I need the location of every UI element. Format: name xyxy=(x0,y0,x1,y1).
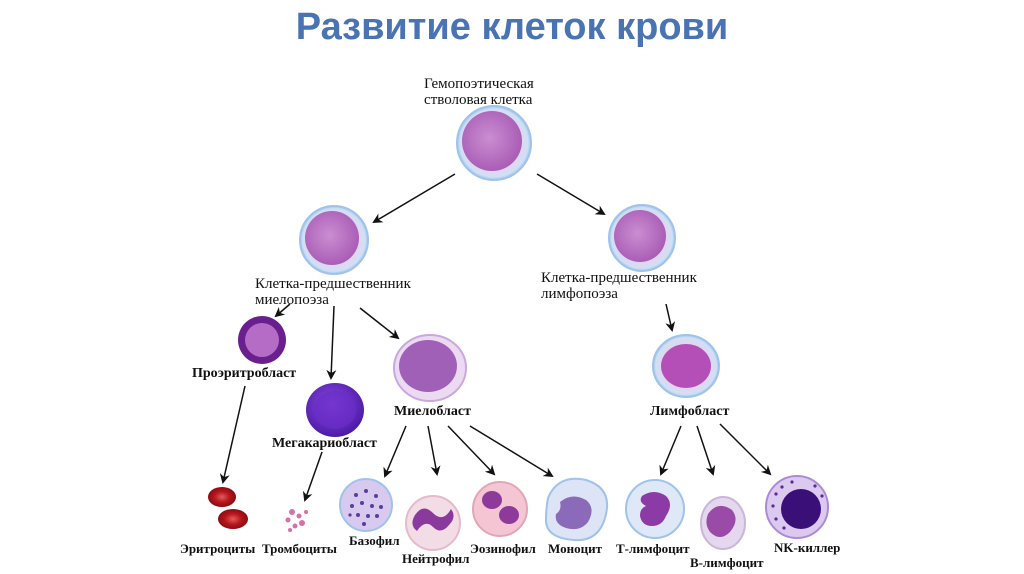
thrombocytes-cells xyxy=(285,509,308,532)
megakaryoblast-label: Мегакариобласт xyxy=(272,436,377,451)
erythrocytes-cells xyxy=(208,487,248,529)
lymphoid-progenitor-label-line1: Клетка-предшественник xyxy=(541,270,697,286)
eosinophil-cell xyxy=(472,481,528,537)
page-title: Развитие клеток крови xyxy=(295,6,729,48)
arrow-megakaryoblast-thrombocytes xyxy=(302,451,323,502)
arrows xyxy=(219,173,772,502)
nk-killer-cell xyxy=(765,475,829,539)
arrow-myeloblast-basophil xyxy=(383,425,407,478)
megakaryoblast-cell xyxy=(306,383,364,437)
arrow-lymphoblast-t-lymphocyte xyxy=(659,425,682,476)
hsc-label-line2: стволовая клетка xyxy=(424,92,533,108)
arrow-myeloid-megakaryoblast xyxy=(326,305,337,380)
hsc-cell xyxy=(456,105,532,181)
monocyte-label: Моноцит xyxy=(548,541,602,556)
eosinophil-label: Эозинофил xyxy=(470,541,536,556)
nk-killer-label: NK-киллер xyxy=(774,540,841,555)
arrow-myeloid-proerythroblast xyxy=(274,303,291,318)
b-lymphocyte-label: В-лимфоцит xyxy=(690,555,764,570)
lymphoblast-label: Лимфобласт xyxy=(650,404,730,419)
arrow-myeloblast-monocyte xyxy=(469,425,554,478)
arrow-hsc-lymphoid xyxy=(536,173,606,216)
myeloid-progenitor-cell xyxy=(299,205,369,275)
b-lymphocyte-cell xyxy=(700,496,746,550)
myeloblast-label: Миелобласт xyxy=(394,404,471,419)
thrombocytes-label: Тромбоциты xyxy=(262,541,337,556)
erythrocytes-label: Эритроциты xyxy=(180,541,256,556)
arrow-proerythroblast-erythrocytes xyxy=(219,385,246,484)
neutrophil-label: Нейтрофил xyxy=(402,551,470,566)
lymphoblast-cell xyxy=(652,334,720,398)
arrow-lymphoid-lymphoblast xyxy=(665,303,676,332)
proerythroblast-label: Проэритробласт xyxy=(192,366,297,381)
arrow-lymphoblast-nk-killer xyxy=(719,423,772,476)
hsc-label-line1: Гемопоэтическая xyxy=(424,76,534,92)
basophil-cell xyxy=(339,478,393,532)
myeloid-progenitor-label-line2: миелопоэза xyxy=(255,292,329,308)
arrow-myeloblast-neutrophil xyxy=(427,425,441,476)
arrow-myeloid-myeloblast xyxy=(359,307,400,340)
myeloid-progenitor-label-line1: Клетка-предшественник xyxy=(255,276,411,292)
arrow-hsc-myeloid xyxy=(372,173,456,224)
arrow-lymphoblast-b-lymphocyte xyxy=(696,425,716,476)
monocyte-cell xyxy=(544,477,608,542)
lymphoid-progenitor-label-line2: лимфопоэза xyxy=(541,286,618,302)
neutrophil-cell xyxy=(405,495,461,551)
t-lymphocyte-label: Т-лимфоцит xyxy=(616,541,690,556)
lymphoid-progenitor-cell xyxy=(608,204,676,272)
proerythroblast-cell xyxy=(238,316,286,364)
basophil-label: Базофил xyxy=(349,533,400,548)
t-lymphocyte-cell xyxy=(625,479,685,539)
arrow-myeloblast-eosinophil xyxy=(447,425,496,476)
myeloblast-cell xyxy=(393,334,467,402)
